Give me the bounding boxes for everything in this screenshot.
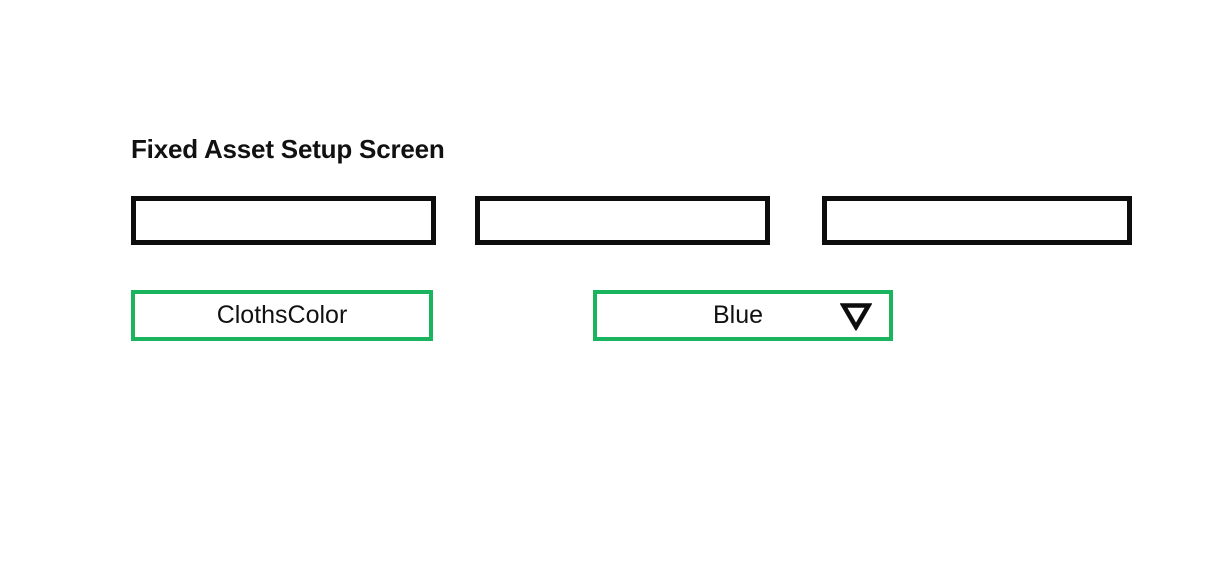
page-title: Fixed Asset Setup Screen — [131, 134, 445, 164]
attribute-label-box: ClothsColor — [131, 290, 433, 341]
asset-input-field-1[interactable] — [131, 196, 436, 245]
asset-input-field-2[interactable] — [475, 196, 770, 245]
clothscolor-dropdown[interactable]: Blue — [593, 290, 893, 341]
dropdown-selected-value: Blue — [712, 301, 764, 329]
triangle-down-icon — [840, 301, 872, 330]
attribute-label-text: ClothsColor — [216, 301, 348, 329]
asset-input-field-3[interactable] — [822, 196, 1132, 245]
